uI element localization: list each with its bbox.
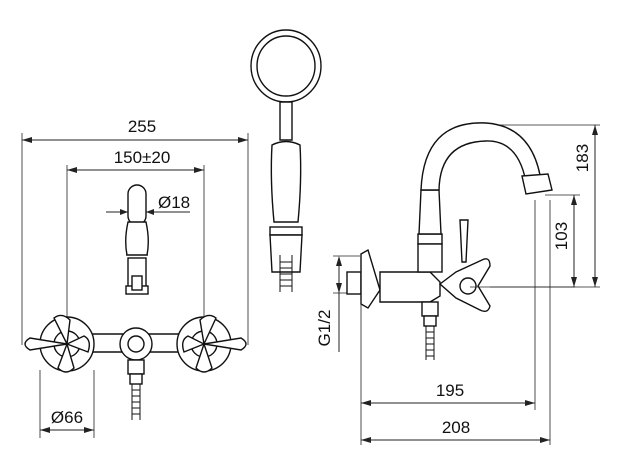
arrow — [120, 209, 128, 215]
dim-label-183: 183 — [573, 144, 592, 172]
arrow — [67, 167, 77, 173]
arrow — [361, 400, 371, 406]
front-view: 255 150±20 Ø18 — [21, 117, 249, 438]
shower-neck — [279, 101, 293, 141]
spout-pipe — [127, 184, 147, 226]
wall-thread — [346, 271, 362, 295]
arrow — [84, 427, 94, 433]
spout-stem — [417, 243, 443, 273]
arrow — [146, 209, 154, 215]
left-handle-arm — [65, 335, 91, 353]
side-view: 183 103 G1/2 — [315, 122, 600, 445]
spout-base — [418, 189, 442, 235]
right-handle-arm — [195, 341, 213, 373]
arrow — [592, 125, 598, 135]
arrow — [40, 427, 50, 433]
bottom-nut — [423, 315, 437, 327]
right-handle-arm — [199, 314, 217, 347]
dim-label-255: 255 — [128, 117, 156, 136]
spout-body — [125, 221, 149, 256]
arrow — [336, 283, 342, 293]
arrow — [336, 256, 342, 266]
arrow — [592, 277, 598, 287]
shower-head-inner — [256, 35, 316, 97]
dim-label-g12: G1/2 — [315, 310, 334, 347]
right-handle-arm — [203, 337, 247, 351]
left-handle-arm — [24, 337, 68, 351]
dim-label-195: 195 — [436, 381, 464, 400]
arrow — [571, 277, 577, 287]
diverter-knob — [131, 275, 143, 291]
hose-segment — [131, 384, 141, 420]
side-hose — [425, 326, 435, 360]
arrow — [540, 437, 550, 443]
arrow — [571, 195, 577, 205]
hose-nut — [129, 373, 143, 385]
spout-collar — [417, 233, 443, 245]
spout-arc — [420, 122, 541, 191]
shower-hose — [279, 255, 293, 292]
arrow — [361, 437, 371, 443]
shower-handle — [270, 140, 302, 223]
dim-label-208: 208 — [442, 418, 470, 437]
arrow — [525, 400, 535, 406]
dim-label-150: 150±20 — [114, 148, 171, 167]
center-fitting-inner — [127, 335, 145, 353]
arrow — [238, 137, 248, 143]
dim-label-66: Ø66 — [51, 408, 83, 427]
handle-hub — [459, 277, 477, 295]
right-handle-arm — [181, 335, 206, 353]
left-handle-arm — [57, 341, 75, 373]
diverter-lever — [459, 219, 469, 263]
arrow — [22, 137, 32, 143]
shower-handle-base — [269, 234, 303, 273]
dim-label-103: 103 — [552, 222, 571, 250]
wall-flange — [360, 248, 381, 309]
hose-connector — [127, 359, 145, 375]
left-handle-arm — [53, 314, 71, 347]
bottom-connector — [421, 301, 439, 317]
shower-handle-ring — [269, 226, 303, 236]
spout-aerator — [521, 173, 553, 195]
mixer-body — [379, 271, 441, 303]
hand-shower — [250, 29, 322, 292]
dim-label-18: Ø18 — [158, 193, 190, 212]
arrow — [194, 167, 204, 173]
